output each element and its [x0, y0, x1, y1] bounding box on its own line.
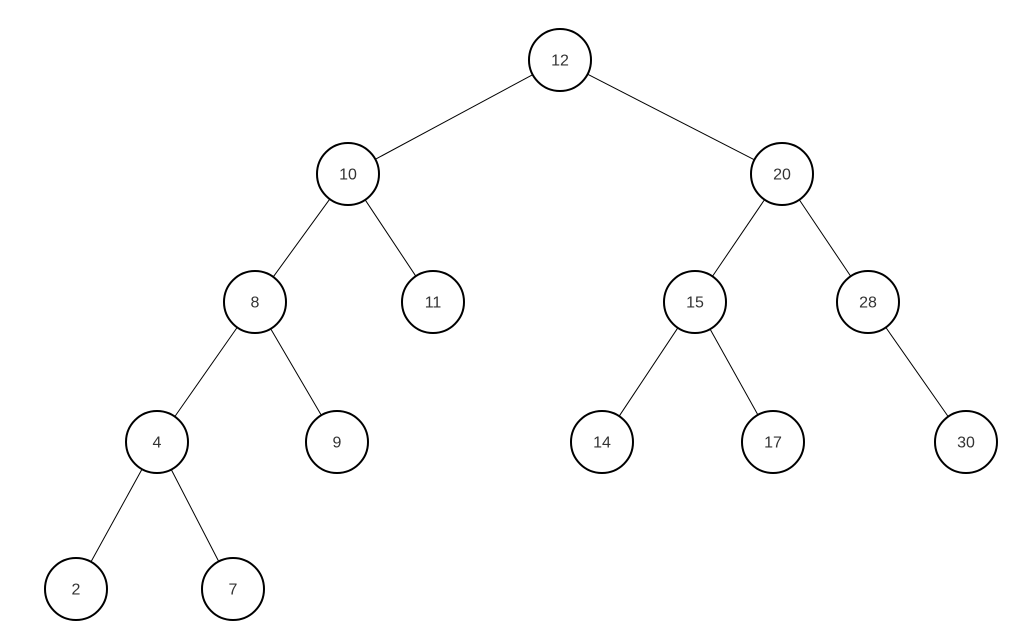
- tree-node-circle: [741, 410, 805, 474]
- tree-edge-12-10: [375, 74, 533, 160]
- tree-node-circle: [44, 557, 108, 621]
- tree-node-label: 15: [686, 295, 704, 312]
- tree-node-10: 10: [316, 142, 380, 206]
- tree-node-15: 15: [663, 270, 727, 334]
- tree-node-label: 20: [773, 167, 791, 184]
- tree-edge-10-11: [364, 199, 417, 277]
- tree-node-label: 2: [72, 582, 81, 599]
- tree-node-9: 9: [305, 410, 369, 474]
- tree-node-label: 17: [764, 435, 782, 452]
- tree-node-circle: [316, 142, 380, 206]
- tree-edge-15-17: [709, 328, 759, 416]
- tree-node-circle: [401, 270, 465, 334]
- tree-node-circle: [125, 410, 189, 474]
- tree-edge-20-28: [798, 199, 852, 277]
- tree-node-8: 8: [223, 270, 287, 334]
- tree-node-label: 10: [339, 167, 357, 184]
- tree-node-label: 12: [551, 53, 569, 70]
- tree-edge-15-14: [618, 327, 679, 417]
- tree-node-circle: [528, 28, 592, 92]
- tree-node-label: 14: [593, 435, 611, 452]
- tree-node-circle: [570, 410, 634, 474]
- tree-node-28: 28: [836, 270, 900, 334]
- tree-node-label: 28: [859, 295, 877, 312]
- tree-edge-28-30: [885, 327, 949, 417]
- tree-node-2: 2: [44, 557, 108, 621]
- tree-node-label: 7: [229, 582, 238, 599]
- tree-edge-10-8: [272, 198, 331, 278]
- tree-nodes-group: 12 10 20 8 11 15 28 4 9 14 17 30 2 7: [44, 28, 998, 621]
- tree-node-14: 14: [570, 410, 634, 474]
- tree-edge-8-4: [174, 327, 238, 417]
- tree-edge-20-15: [712, 199, 765, 277]
- tree-edge-8-9: [270, 328, 322, 416]
- tree-edge-4-7: [170, 469, 220, 562]
- tree-node-12: 12: [528, 28, 592, 92]
- tree-node-circle: [663, 270, 727, 334]
- tree-node-label: 9: [333, 435, 342, 452]
- tree-node-20: 20: [750, 142, 814, 206]
- tree-node-circle: [305, 410, 369, 474]
- tree-node-circle: [201, 557, 265, 621]
- tree-node-label: 30: [957, 435, 975, 452]
- tree-node-circle: [836, 270, 900, 334]
- tree-edge-12-20: [587, 73, 755, 161]
- tree-node-11: 11: [401, 270, 465, 334]
- tree-node-4: 4: [125, 410, 189, 474]
- tree-node-17: 17: [741, 410, 805, 474]
- tree-edges-group: [90, 73, 949, 563]
- tree-node-label: 4: [153, 435, 162, 452]
- tree-node-circle: [750, 142, 814, 206]
- tree-node-label: 11: [425, 295, 442, 312]
- tree-edge-4-2: [90, 468, 143, 563]
- tree-node-7: 7: [201, 557, 265, 621]
- tree-node-label: 8: [251, 295, 260, 312]
- tree-node-circle: [223, 270, 287, 334]
- tree-node-circle: [934, 410, 998, 474]
- tree-node-30: 30: [934, 410, 998, 474]
